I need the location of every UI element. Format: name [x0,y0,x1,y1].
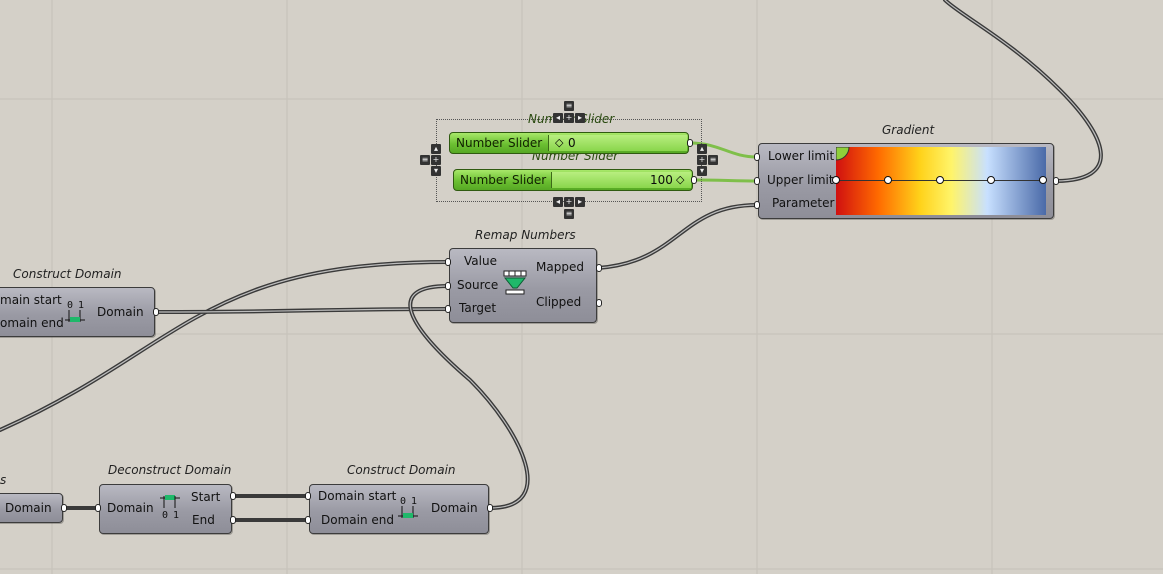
remap-port-source[interactable] [445,282,451,290]
remap-input-value: Value [464,254,497,268]
deconstruct-port-start[interactable] [230,492,236,500]
gradient-port-upper-limit[interactable] [754,177,760,185]
group-arrow-center-icon[interactable]: + [564,113,574,123]
svg-text:1: 1 [411,496,417,507]
gradient-stop-handle[interactable] [1039,176,1047,184]
svg-text:0: 0 [400,496,406,507]
slider2-port-output[interactable] [691,176,697,184]
deconstruct-domain-icon: 0 1 [160,495,180,520]
gradient-input-lower-limit: Lower limit [768,149,835,163]
deconstruct-port-input[interactable] [95,504,101,512]
construct-left-input-start: main start [0,293,62,307]
gradient-icon [836,147,850,161]
group-arrow-up-icon[interactable]: ▴ [431,144,441,154]
construct-domain-left-component[interactable] [0,287,155,337]
construct-bottom-port-end[interactable] [305,516,311,524]
remap-port-clipped[interactable] [596,299,602,307]
gradient-title: Gradient [882,123,935,137]
gradient-stop-handle[interactable] [987,176,995,184]
construct-bottom-input-end: Domain end [321,513,394,527]
remap-port-mapped[interactable] [596,264,602,272]
deconstruct-output-start: Start [191,490,221,504]
group-arrow-left-icon[interactable]: ◂ [553,197,563,207]
edge-param-title: s [0,473,7,487]
deconstruct-output-end: End [192,513,215,527]
construct-left-output-domain: Domain [97,305,144,319]
edge-param-output-domain: Domain [5,501,52,515]
construct-domain-bottom-title: Construct Domain [347,463,456,477]
svg-text:0: 0 [67,300,73,311]
slider1-port-output[interactable] [687,139,693,147]
gradient-stop-handle[interactable] [884,176,892,184]
group-arrow-down-icon[interactable]: ▾ [697,166,707,176]
remap-output-mapped: Mapped [536,260,584,274]
number-slider-2[interactable]: Number Slider 100 ◇ [453,169,693,191]
gradient-stop-handle[interactable] [936,176,944,184]
construct-domain-left-title: Construct Domain [13,267,122,281]
slider1-name: Number Slider [456,136,543,150]
gradient-stop-handle[interactable] [832,176,840,184]
construct-left-port-output[interactable] [153,308,159,316]
group-expand-up-icon[interactable]: ≡ [564,101,574,111]
group-arrow-center-icon[interactable]: + [564,197,574,207]
svg-text:1: 1 [78,300,84,311]
group-expand-left-icon[interactable]: ≡ [420,155,430,165]
group-arrow-down-icon[interactable]: ▾ [431,166,441,176]
svg-text:1: 1 [173,510,179,520]
group-arrow-up-icon[interactable]: ▴ [697,144,707,154]
remap-numbers-component[interactable] [449,248,597,323]
group-arrow-right-icon[interactable]: ▸ [575,113,585,123]
edge-param-port-output[interactable] [61,504,67,512]
remap-port-target[interactable] [445,305,451,313]
construct-bottom-port-start[interactable] [305,492,311,500]
group-expand-down-icon[interactable]: ≡ [564,209,574,219]
deconstruct-domain-title: Deconstruct Domain [108,463,232,477]
slider1-value[interactable]: 0 [568,136,576,150]
gradient-port-output[interactable] [1053,177,1059,185]
group-arrow-center-icon[interactable]: + [697,155,707,165]
slider1-knob-icon[interactable]: ◇ [555,136,564,149]
gradient-input-upper-limit: Upper limit [767,173,834,187]
remap-title: Remap Numbers [475,228,576,242]
construct-bottom-output-domain: Domain [431,501,478,515]
deconstruct-port-end[interactable] [230,516,236,524]
gradient-input-parameter: Parameter [772,196,835,210]
remap-input-target: Target [459,301,497,315]
group-expand-right-icon[interactable]: ≡ [708,155,718,165]
slider1-track[interactable] [548,135,687,151]
remap-input-source: Source [457,278,499,292]
edge-param-component[interactable] [0,493,63,523]
deconstruct-input-domain: Domain [107,501,154,515]
gradient-port-lower-limit[interactable] [754,153,760,161]
slider2-value[interactable]: 100 [650,173,673,187]
deconstruct-domain-component[interactable] [99,484,232,534]
remap-output-clipped: Clipped [536,295,582,309]
slider2-name: Number Slider [460,173,547,187]
svg-text:0: 0 [162,510,168,520]
slider2-track[interactable] [551,172,691,188]
construct-left-input-end: omain end [0,316,64,330]
slider2-knob-icon[interactable]: ◇ [676,173,685,186]
remap-port-value[interactable] [445,258,451,266]
number-slider-1[interactable]: Number Slider 0 ◇ [449,132,689,154]
construct-bottom-input-start: Domain start [318,489,397,503]
gradient-port-parameter[interactable] [754,201,760,209]
remap-numbers-icon [503,270,527,295]
construct-bottom-port-output[interactable] [487,504,493,512]
construct-domain-icon: 0 1 [398,496,418,518]
group-arrow-right-icon[interactable]: ▸ [575,197,585,207]
group-arrow-center-icon[interactable]: + [431,155,441,165]
construct-domain-icon: 0 1 [65,300,85,322]
group-arrow-left-icon[interactable]: ◂ [553,113,563,123]
